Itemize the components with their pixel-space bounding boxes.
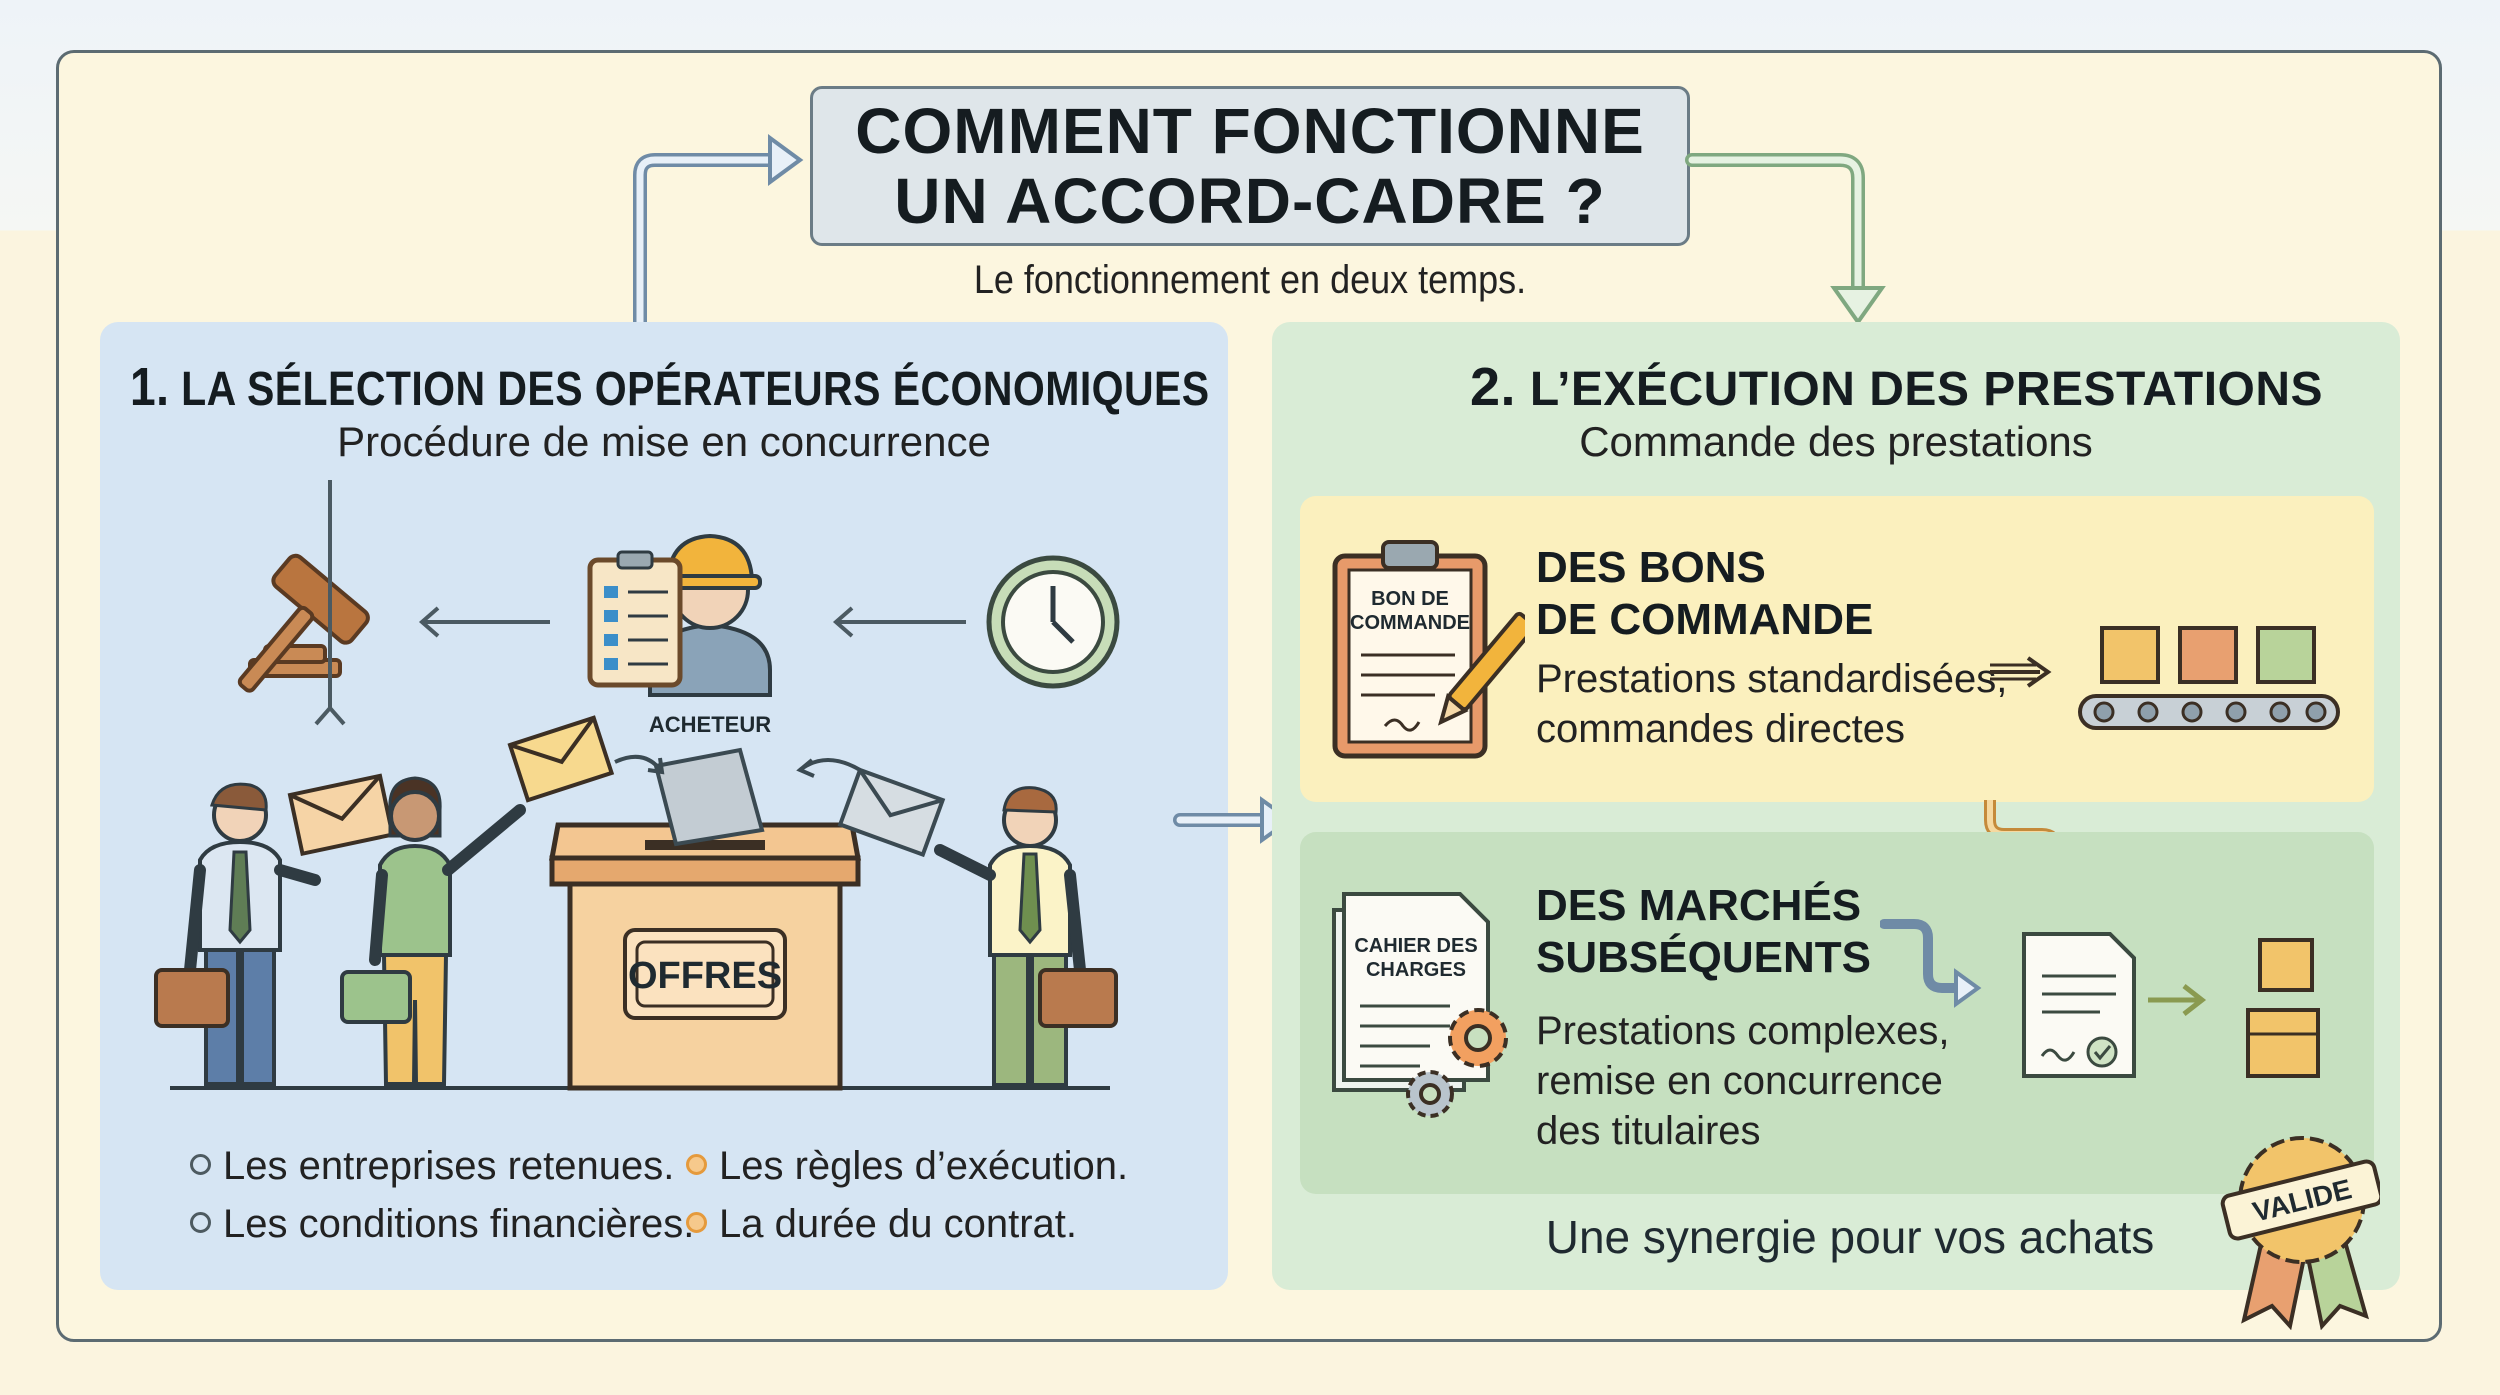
selection-illustration: ACHETEUR OFFRES	[154, 480, 1120, 1091]
synergy-footer: Une synergie pour vos achats	[1545, 1211, 2155, 1263]
svg-text:BON DE: BON DE	[1371, 588, 1449, 610]
left-panel-subtitle: Procédure de mise en concurrence	[337, 418, 991, 465]
card1-heading: DES BONS DE COMMANDE	[1536, 543, 1874, 644]
bullet-3: Les règles d’exécution.	[686, 1144, 1128, 1189]
offer-box-icon: OFFRES	[549, 747, 861, 1091]
order-form-icon: BON DE COMMANDE	[1332, 540, 1525, 759]
left-panel-title-text: LA SÉLECTION DES OPÉRATEURS ÉCONOMIQUES	[181, 363, 1210, 416]
person-icon-2	[340, 776, 526, 1086]
card2-heading: DES MARCHÉS SUBSÉQUENTS	[1536, 881, 1871, 982]
svg-text:COMMANDE: COMMANDE	[1350, 612, 1470, 634]
subtitle: Le fonctionnement en deux temps.	[973, 258, 1527, 302]
conveyor-icon	[1990, 626, 2340, 730]
envelope-icon-2	[507, 715, 615, 803]
top-flow-arrows	[314, 480, 966, 726]
right-panel-subtitle: Commande des prestations	[1579, 418, 2093, 465]
arrow-to-title	[633, 153, 782, 332]
arrow-from-title	[1685, 153, 1865, 297]
box-icon	[2246, 938, 2320, 1078]
title-line-1: COMMENT FONCTIONNE	[855, 95, 1645, 167]
left-panel-title: 1. LA SÉLECTION DES OPÉRATEURS ÉCONOMIQU…	[130, 356, 1210, 418]
right-panel-title: 2. L’EXÉCUTION DES PRESTATIONS	[1470, 356, 2323, 418]
svg-text:CAHIER DES: CAHIER DES	[1354, 935, 1477, 957]
buyer-icon: ACHETEUR	[587, 533, 772, 737]
right-panel-title-text: L’EXÉCUTION DES PRESTATIONS	[1529, 363, 2324, 416]
card1-body: Prestations standardisées, commandes dir…	[1536, 657, 2008, 751]
gavel-icon	[237, 553, 370, 693]
card2-body: Prestations complexes, remise en concurr…	[1536, 1009, 1950, 1153]
contract-flow-icon	[1880, 919, 2320, 1078]
bullet-4: La durée du contrat.	[686, 1202, 1077, 1247]
bullet-2: Les conditions financières.	[190, 1202, 694, 1247]
person-icon-1	[154, 782, 321, 1086]
buyer-label: ACHETEUR	[649, 712, 771, 737]
gear-icon	[1406, 1008, 1508, 1118]
envelope-icon-3	[837, 767, 946, 858]
title-box: COMMENT FONCTIONNE UN ACCORD-CADRE ?	[810, 86, 1690, 246]
svg-text:CHARGES: CHARGES	[1366, 959, 1466, 981]
valide-badge: VALIDE	[2220, 1136, 2380, 1330]
right-panel-number: 2.	[1470, 357, 1517, 417]
left-panel-number: 1.	[130, 357, 170, 417]
specifications-icon: CAHIER DES CHARGES	[1332, 892, 1508, 1118]
clock-icon	[986, 555, 1120, 689]
bullet-1: Les entreprises retenues.	[190, 1144, 674, 1189]
person-icon-3	[934, 786, 1118, 1087]
envelope-icon-1	[287, 773, 395, 857]
title-line-2: UN ACCORD-CADRE ?	[894, 165, 1606, 237]
offer-box-label: OFFRES	[628, 955, 782, 997]
